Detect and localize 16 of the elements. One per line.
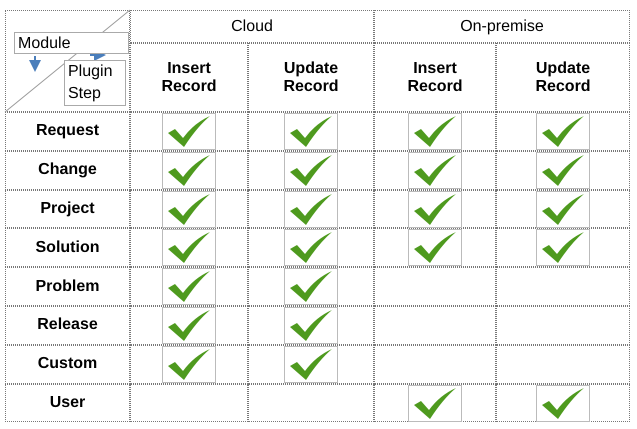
column-header: Update Record — [496, 43, 630, 112]
group-header: Cloud — [130, 10, 374, 43]
row-header: Release — [5, 306, 130, 345]
column-header: Insert Record — [130, 43, 248, 112]
row-header: Project — [5, 190, 130, 228]
row-header: Request — [5, 112, 130, 151]
group-header: On-premise — [374, 10, 630, 43]
row-header: User — [5, 384, 130, 422]
column-header: Update Record — [248, 43, 374, 112]
column-header: Insert Record — [374, 43, 496, 112]
row-header: Change — [5, 150, 130, 190]
row-header: Custom — [5, 344, 130, 384]
row-header: Solution — [5, 228, 130, 268]
plugin-step-label-box: Plugin Step — [64, 60, 126, 106]
row-header: Problem — [5, 267, 130, 306]
module-label-box: Module — [14, 32, 129, 54]
